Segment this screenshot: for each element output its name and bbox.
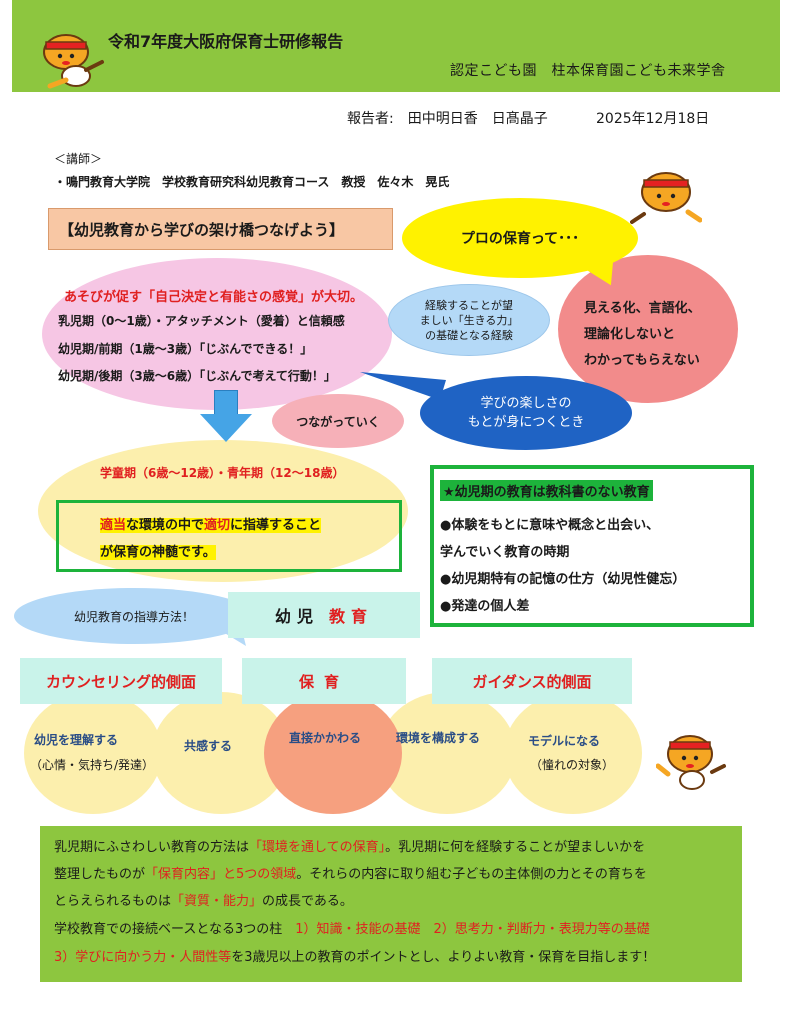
yk-word-b: 教育 <box>329 607 374 626</box>
s1a: 乳児期にふさわしい教育の方法は <box>54 840 250 855</box>
textbook-item-3: ●幼児期特有の記憶の仕方（幼児性健忘） <box>440 572 686 587</box>
textbook-item-4: ●発達の個人差 <box>440 599 530 614</box>
lb-line-2: ましい「生きる力」 <box>419 313 519 327</box>
pink-line-1: あそびが促す「自己決定と有能さの感覚」が大切。 <box>64 290 364 305</box>
summary-line-1: 乳児期にふさわしい教育の方法は「環境を通しての保育」。乳児期に何を経験することが… <box>54 836 645 855</box>
darkblue-bubble: 学びの楽しさの もとが身につくとき <box>420 376 632 450</box>
textbook-title: ★幼児期の教育は教科書のない教育 <box>440 480 653 501</box>
category-guidance: ガイダンス的側面 <box>432 658 632 704</box>
lecturer-heading: ＜講師＞ <box>54 152 103 166</box>
lecturer-line: ・鳴門教育大学院 学校教育研究科幼児教育コース 教授 佐々木 晃氏 <box>54 175 450 189</box>
s3b: 「資質・能力」 <box>171 894 263 909</box>
circle-model <box>504 692 642 814</box>
essence-text-1: な環境の中で <box>126 518 205 533</box>
report-date: 2025年12月18日 <box>596 111 710 127</box>
red-bubble-text: 見える化、言語化、 理論化しないと わかってもらえない <box>584 296 701 374</box>
circle-3-line-1: 直接かかわる <box>289 731 362 745</box>
main-heading: 【幼児教育から学びの架け橋つなげよう】 <box>48 208 393 250</box>
circle-4-line-1: 環境を構成する <box>396 731 481 745</box>
lb-line-1: 経験することが望 <box>425 298 513 312</box>
s4a: 学校教育での接続ベースとなる3つの柱 <box>54 922 296 937</box>
reporter-names: 報告者: 田中明日香 日髙晶子 <box>347 111 548 127</box>
red-line-1: 見える化、言語化、 <box>584 301 701 316</box>
pink-line-4: 幼児期/後期（3歳～6歳）「じぶんで考えて行動！」 <box>58 369 336 383</box>
school-name: 認定こども園 柱本保育園こども未来学舎 <box>450 63 726 79</box>
guidance-method-bubble: 幼児教育の指導方法！ <box>14 588 254 644</box>
s5a: 3）学びに向かう力・人間性等 <box>54 950 232 965</box>
red-line-3: わかってもらえない <box>584 353 700 368</box>
down-arrow-head <box>200 414 252 442</box>
db-line-2: もとが身につくとき <box>467 415 585 430</box>
essence-box <box>56 500 402 572</box>
summary-line-3: とらえられるものは「資質・能力」の成長である。 <box>54 890 353 909</box>
pink-ellipse <box>42 258 392 410</box>
circle-5-line-1: モデルになる <box>528 734 601 748</box>
circle-understand <box>24 692 162 814</box>
header-band <box>12 0 780 92</box>
lb-line-3: の基礎となる経験 <box>425 328 513 342</box>
essence-line-1: 適当な環境の中で適切に指導すること <box>100 514 322 533</box>
summary-box <box>40 826 742 982</box>
category-hoiku: 保育 <box>242 658 406 704</box>
s5b: を3歳児以上の教育のポイントとし、よりよい教育・保育を目指します！ <box>231 950 656 965</box>
s1b: 「環境を通しての保育」 <box>249 840 386 855</box>
down-arrow-icon <box>214 390 238 416</box>
s4b: 1）知識・技能の基礎 2）思考力・判断力・表現力等の基礎 <box>295 922 650 937</box>
textbook-item-2: 学んでいく教育の時期 <box>440 545 570 560</box>
mascot-rabbit-icon <box>630 168 703 234</box>
essence-text-2: に指導すること <box>230 518 322 533</box>
summary-line-2: 整理したものが「保育内容」と5つの領域。それらの内容に取り組む子どもの主体側の力… <box>54 863 647 882</box>
pink-line-2: 乳児期（0～1歳）・アタッチメント（愛着）と信頼感 <box>58 314 345 328</box>
summary-line-4: 学校教育での接続ベースとなる3つの柱 1）知識・技能の基礎 2）思考力・判断力・… <box>54 918 650 937</box>
s1c: 。乳児期に何を経験することが望ましいかを <box>385 840 646 855</box>
report-title: 令和7年度大阪府保育士研修報告 <box>108 32 344 51</box>
circle-1-line-1: 幼児を理解する <box>34 733 119 747</box>
s3c: の成長である。 <box>262 894 353 909</box>
yellow-ellipse <box>38 440 408 582</box>
word-tekisetsu: 適切 <box>204 518 231 533</box>
circle-2-line-1: 共感する <box>184 739 233 753</box>
s2a: 整理したものが <box>54 867 146 882</box>
lightblue-bubble: 経験することが望 ましい「生きる力」 の基礎となる経験 <box>388 284 550 356</box>
yk-word-a: 幼児 <box>274 607 319 626</box>
darkblue-bubble-tail <box>360 372 446 400</box>
s2b: 「保育内容」と5つの領域 <box>145 867 297 882</box>
s2c: 。それらの内容に取り組む子どもの主体側の力とその育ちを <box>296 867 647 882</box>
school-age-label: 学童期（6歳～12歳）・青年期（12～18歳） <box>100 466 345 480</box>
category-counseling: カウンセリング的側面 <box>20 658 222 704</box>
db-line-1: 学びの楽しさの <box>480 396 572 411</box>
essence-text-3: が保育の神髄です。 <box>100 545 216 560</box>
pro-bubble: プロの保育って･･･ <box>402 198 638 278</box>
word-tekitou: 適当 <box>100 518 127 533</box>
mascot-rabbit-icon <box>655 730 728 796</box>
red-line-2: 理論化しないと <box>584 327 676 342</box>
red-ellipse <box>558 255 738 403</box>
early-education-box: 幼児教育 <box>228 592 420 638</box>
summary-line-5: 3）学びに向かう力・人間性等を3歳児以上の教育のポイントとし、よりよい教育・保育… <box>54 946 655 965</box>
pink-line-3: 幼児期/前期（1歳～3歳）「じぶんでできる！」 <box>58 342 313 356</box>
mascot-rabbit-icon <box>36 30 108 96</box>
circle-direct <box>264 692 402 814</box>
textbook-item-1: ●体験をもとに意味や概念と出会い、 <box>440 518 660 533</box>
s3a: とらえられるものは <box>54 894 172 909</box>
circle-1-line-2: （心情・気持ち/発達） <box>30 758 155 772</box>
connect-bubble: つながっていく <box>272 394 404 448</box>
circle-5-line-2: （憧れの対象） <box>530 758 615 772</box>
essence-line-2: が保育の神髄です。 <box>100 541 216 560</box>
